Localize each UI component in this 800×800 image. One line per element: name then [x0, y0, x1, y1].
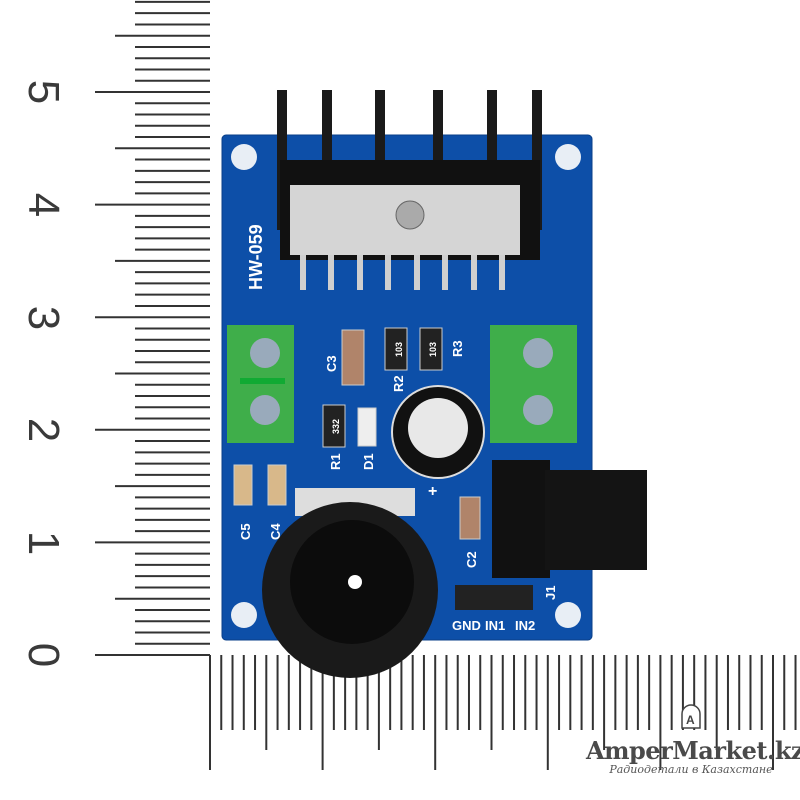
- resistor-r3: [419, 327, 443, 371]
- label-c2: C2: [464, 551, 479, 568]
- label-in2: IN2: [515, 618, 535, 633]
- logo-tagline: Радиодетали в Казахстане: [609, 763, 773, 776]
- capacitor-c3: [341, 329, 365, 386]
- label-c5: C5: [238, 523, 253, 540]
- terminal-block-left: [227, 325, 294, 443]
- label-gnd: GND: [452, 618, 481, 633]
- resistor-r1: [322, 404, 346, 448]
- label-c3: C3: [324, 355, 339, 372]
- led-logo-icon: A: [681, 704, 701, 729]
- capacitor-c5: [233, 464, 253, 506]
- polarity-plus: +: [428, 483, 437, 500]
- label-r2: R2: [391, 375, 406, 392]
- resistor-r2: [384, 327, 408, 371]
- pin-header: [455, 585, 533, 610]
- potentiometer: [262, 488, 438, 678]
- capacitor-c2: [459, 496, 481, 540]
- label-j1: J1: [543, 586, 558, 600]
- label-c4: C4: [268, 523, 283, 540]
- r2-code: 103: [394, 342, 404, 357]
- led-d1: [357, 407, 377, 447]
- logo-name: AmperMarket.kz: [586, 736, 800, 765]
- terminal-block-right: [490, 325, 577, 443]
- capacitor-top: [408, 398, 468, 458]
- dc-jack: [492, 460, 647, 578]
- screw-icon: [395, 200, 425, 230]
- label-in1: IN1: [485, 618, 505, 633]
- ic-pins: [300, 255, 505, 290]
- mounting-holes: [231, 144, 581, 628]
- r3-code: 103: [428, 342, 438, 357]
- board-model-label: HW-059: [246, 224, 266, 290]
- logo-icon-letter: A: [686, 713, 695, 727]
- label-r3: R3: [450, 340, 465, 357]
- label-r1: R1: [328, 453, 343, 470]
- capacitor-c4: [267, 464, 287, 506]
- ampermarket-logo: A AmperMarket.kz Радиодетали в Казахстан…: [586, 704, 800, 776]
- label-d1: D1: [361, 453, 376, 470]
- r1-code: 332: [331, 419, 341, 434]
